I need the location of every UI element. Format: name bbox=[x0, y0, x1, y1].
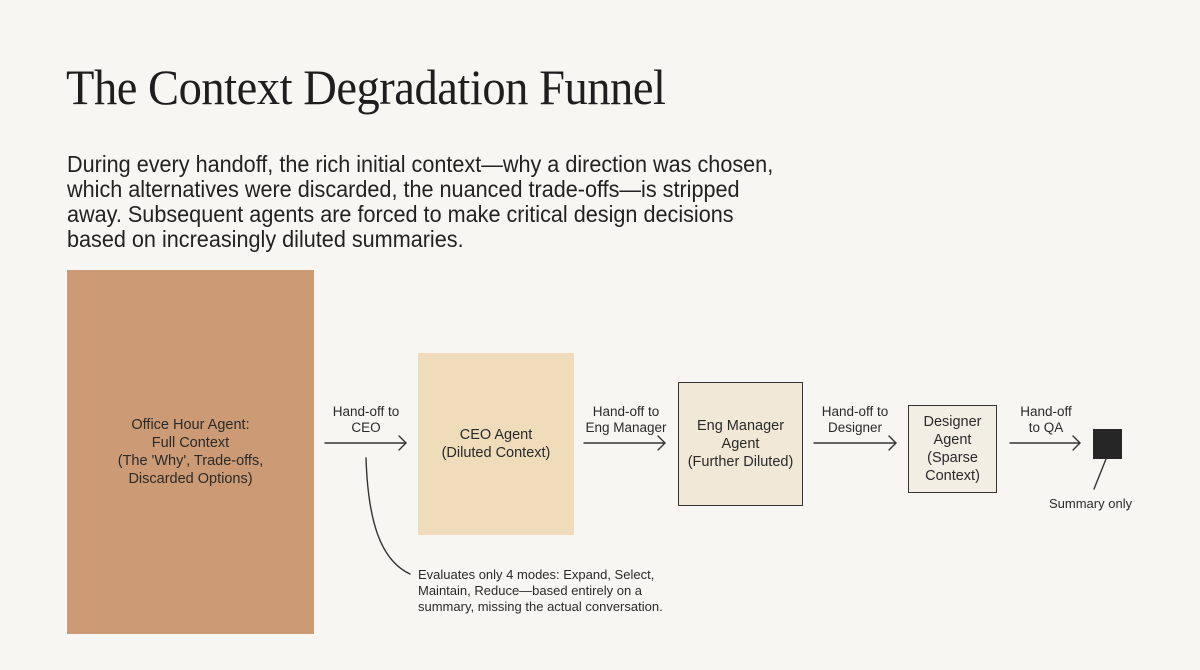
arrow-icon bbox=[583, 435, 666, 451]
eng-manager-agent-label: Eng Manager Agent (Further Diluted) bbox=[687, 418, 794, 470]
arrow-icon bbox=[813, 435, 897, 451]
subtitle: During every handoff, the rich initial c… bbox=[67, 151, 774, 252]
handoff-designer-label: Hand-off to Designer bbox=[821, 404, 889, 435]
ceo-agent-label: CEO Agent (Diluted Context) bbox=[441, 427, 551, 461]
qa-agent-box bbox=[1093, 429, 1122, 459]
handoff-ceo-label: Hand-off to CEO bbox=[332, 404, 400, 435]
designer-agent-box: Designer Agent (Sparse Context) bbox=[908, 405, 997, 493]
ceo-agent-box: CEO Agent (Diluted Context) bbox=[418, 353, 574, 535]
ceo-evaluation-note: Evaluates only 4 modes: Expand, Select, … bbox=[418, 567, 663, 614]
handoff-qa-label: Hand-off to QA bbox=[1020, 404, 1072, 435]
designer-agent-label: Designer Agent (Sparse Context) bbox=[923, 414, 982, 484]
eng-manager-agent-box: Eng Manager Agent (Further Diluted) bbox=[678, 382, 803, 506]
arrow-icon bbox=[324, 435, 407, 451]
office-hour-agent-box: Office Hour Agent: Full Context (The 'Wh… bbox=[67, 270, 314, 634]
page-title: The Context Degradation Funnel bbox=[66, 59, 666, 115]
qa-note-connector bbox=[1093, 458, 1107, 490]
handoff-eng-manager-label: Hand-off to Eng Manager bbox=[585, 404, 667, 435]
arrow-icon bbox=[1009, 435, 1081, 451]
ceo-note-connector bbox=[365, 457, 411, 575]
qa-summary-note: Summary only bbox=[1049, 496, 1133, 511]
office-hour-agent-label: Office Hour Agent: Full Context (The 'Wh… bbox=[117, 417, 264, 487]
